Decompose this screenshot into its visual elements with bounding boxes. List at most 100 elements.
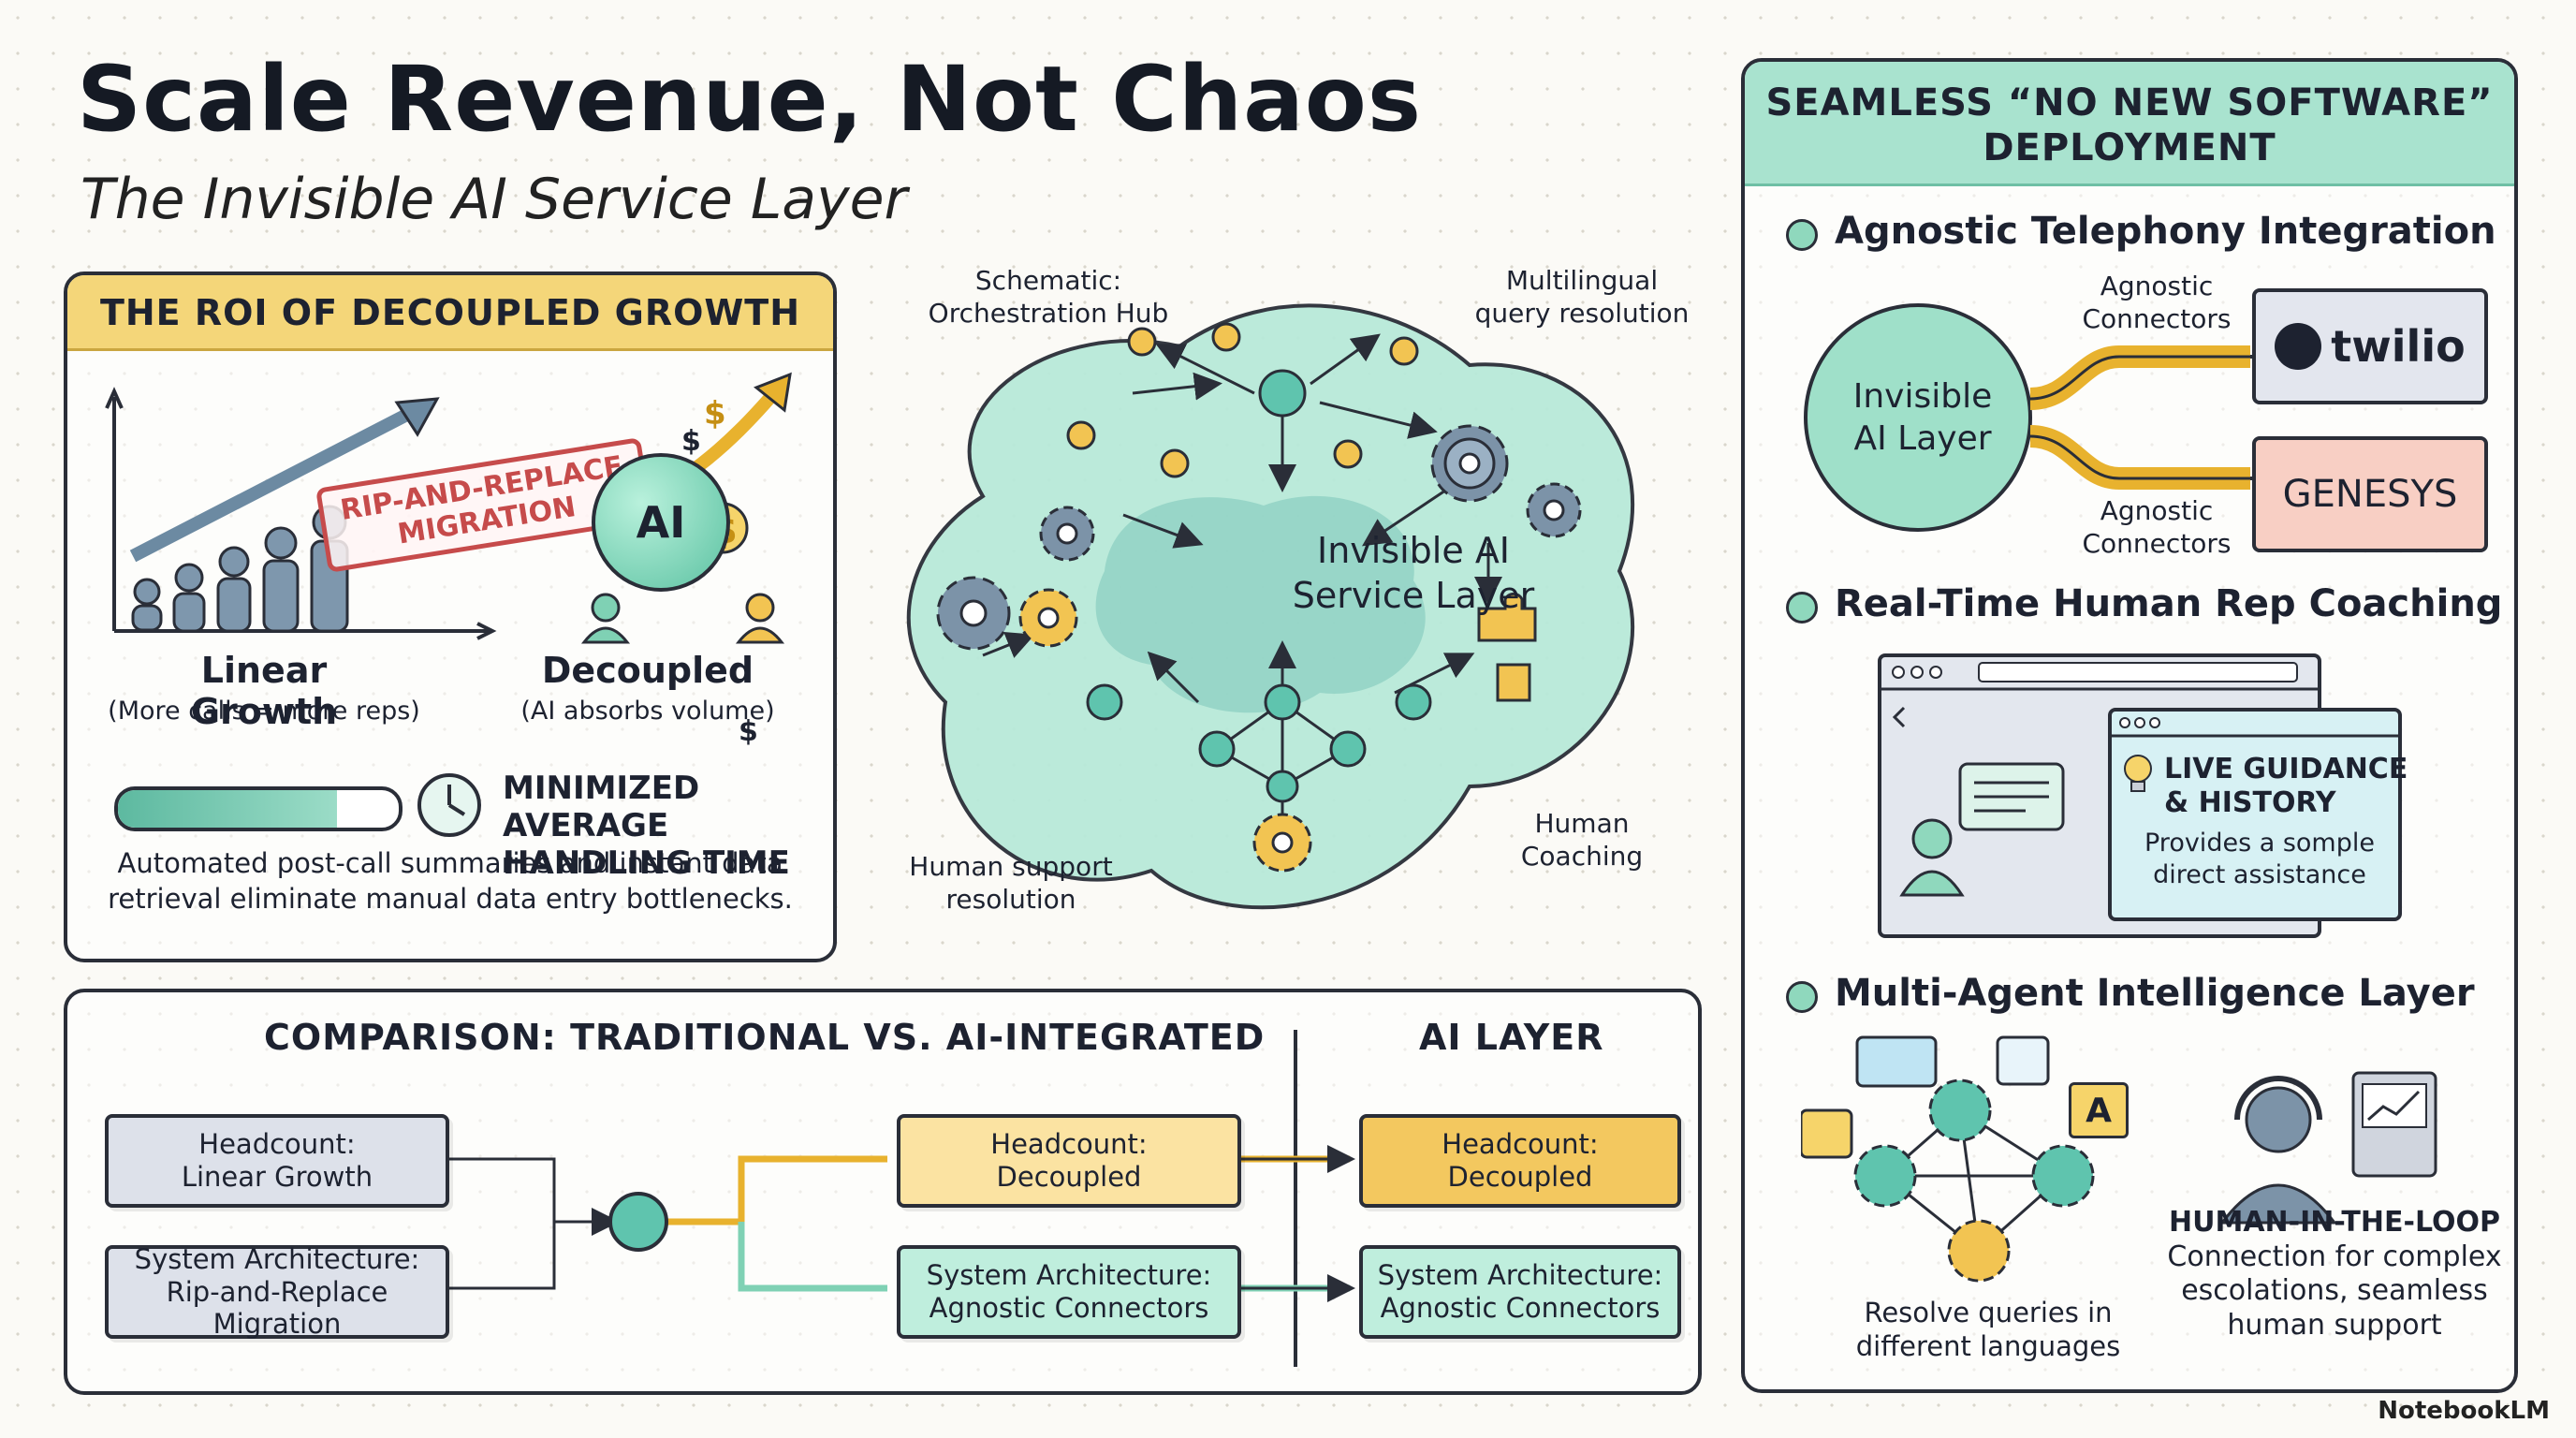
decoupled-caption: (AI absorbs volume) [520,697,775,726]
ai-badge-label: AI [636,497,686,548]
gear-icon [1039,506,1095,562]
hub-label-human-support-line-2: resolution [945,884,1076,915]
page-subtitle: The Invisible AI Service Layer [80,167,908,232]
connectors-label-bottom: Agnostic Connectors [2044,494,2269,560]
gear-icon [936,576,1011,651]
coaching-section-title: Real-Time Human Rep Coaching [1835,582,2503,625]
handling-time-title: MINIMIZED AVERAGE HANDLING TIME [503,770,833,882]
handling-time-progress-fill [118,790,337,828]
hub-label-schematic-line-1: Schematic: [974,265,1122,296]
clock-icon [417,773,481,837]
gear-icon [1526,482,1582,538]
description-line-1: Automated post-call summaries and instan… [117,847,783,879]
hub-label-coaching: Human Coaching [1498,807,1666,873]
hub-label-human-support: Human support resolution [889,850,1133,916]
handling-time-line-2: HANDLING TIME [503,844,790,883]
language-glyph: A [2086,1091,2112,1130]
column-divider [1294,1030,1297,1367]
genesys-logo: GENESYS [2252,436,2488,552]
box-line-1: Headcount: [990,1128,1148,1161]
live-guidance-title: LIVE GUIDANCE & HISTORY [2164,753,2408,820]
box-line-1: Headcount: [1442,1128,1599,1161]
twilio-logo: twilio [2252,288,2488,404]
connectors-line-2: Connectors [2082,528,2232,559]
invisible-ai-layer-label: Invisible AI Layer [1820,375,2026,460]
resolve-line-2: different languages [1855,1330,2121,1363]
connectors-label-top: Agnostic Connectors [2044,270,2269,335]
box-headcount-decoupled-mid: Headcount: Decoupled [897,1114,1241,1208]
hitl-title: HUMAN-IN-THE-LOOP [2169,1206,2500,1239]
resolve-line-1: Resolve queries in [1864,1297,2113,1328]
box-line-2: Rip-and-Replace Migration [166,1275,388,1341]
box-line-2: Agnostic Connectors [1380,1292,1661,1324]
box-line-1: System Architecture: [1377,1259,1663,1292]
hub-center-line-2: Service Layer [1292,574,1535,616]
hub-label-multilingual-line-1: Multilingual [1505,265,1659,296]
comparison-title: COMPARISON: TRADITIONAL VS. AI-INTEGRATE… [264,1017,1266,1058]
hub-center-label: Invisible AI Service Layer [1273,529,1554,618]
guidance-desc-1: Provides a somple [2144,829,2375,858]
deployment-title-line-1: SEAMLESS “NO NEW SOFTWARE” [1765,81,2494,125]
gear-icon [1018,588,1078,648]
ai-badge: AI [592,453,730,592]
headset-agent-icon [2218,1076,2338,1225]
layer-line-2: AI Layer [1853,419,1992,458]
roi-panel: THE ROI OF DECOUPLED GROWTH RIP-AND-REPL… [64,271,837,962]
layer-line-1: Invisible [1852,377,1993,416]
linear-growth-illustration [105,387,497,640]
roi-panel-title: THE ROI OF DECOUPLED GROWTH [99,292,801,333]
box-headcount-linear: Headcount: Linear Growth [105,1114,449,1208]
hub-label-multilingual: Multilingual query resolution [1460,264,1704,330]
page-title: Scale Revenue, Not Chaos [77,47,1422,152]
hub-center-line-1: Invisible AI [1316,530,1511,571]
hub-node-icon [1066,322,1419,478]
connectors-line-1: Agnostic [2100,495,2214,526]
twilio-icon [2275,323,2322,370]
genesys-label: GENESYS [2282,473,2458,516]
puzzle-icon [1477,592,1537,702]
resolve-queries-caption: Resolve queries in different languages [1810,1296,2166,1364]
dollar-sign-icon: $ [704,395,726,433]
person-icon [735,593,785,644]
hitl-line-3: human support [2227,1308,2442,1342]
hitl-line-1: Connection for complex [2167,1240,2502,1273]
gear-icon [1430,424,1509,503]
box-line-2: Decoupled [1447,1161,1593,1193]
support-agent-illustration [2218,1071,2437,1225]
box-line-2: Agnostic Connectors [929,1292,1209,1324]
telephony-section-title: Agnostic Telephony Integration [1835,210,2496,253]
comparison-connectors [449,1145,1355,1302]
handling-time-progress [114,786,402,831]
bullet-icon [1786,592,1818,624]
decoupled-title: Decoupled [541,650,754,691]
hub-label-coaching-line-2: Coaching [1520,841,1644,872]
box-architecture-agnostic-mid: System Architecture: Agnostic Connectors [897,1245,1241,1339]
gear-icon [1252,813,1312,873]
multi-agent-network [1801,1035,2095,1283]
dashboard-icon [2351,1071,2437,1178]
deployment-panel-title: SEAMLESS “NO NEW SOFTWARE” DEPLOYMENT [1745,81,2514,170]
connectors-line-2: Connectors [2082,303,2232,334]
box-line-1: System Architecture: [926,1259,1212,1292]
deployment-panel: SEAMLESS “NO NEW SOFTWARE” DEPLOYMENT Ag… [1741,58,2518,1393]
deployment-title-line-2: DEPLOYMENT [1983,126,2276,169]
multi-agent-section-title: Multi-Agent Intelligence Layer [1835,972,2475,1015]
gear-icon [1853,1078,2095,1283]
handling-time-line-1: MINIMIZED AVERAGE [503,770,700,845]
hub-node-icon [608,1192,668,1252]
hub-node-icon [1086,369,1432,803]
handling-time-description: Automated post-call summaries and instan… [86,846,814,917]
browser-window-illustration [1878,653,2402,938]
hub-label-schematic: Schematic: Orchestration Hub [917,264,1179,330]
box-line-2: Linear Growth [181,1161,373,1193]
roi-panel-header [67,275,833,351]
hub-label-coaching-line-1: Human [1534,808,1630,839]
dollar-sign-icon: $ [681,425,701,458]
notebooklm-watermark: NotebookLM [2378,1397,2550,1425]
dollar-sign-icon: $ [739,715,758,748]
live-guidance-description: Provides a somple direct assistance [2119,828,2400,891]
translate-icon [1801,1035,2050,1159]
chat-bubble-icon [1855,1035,1938,1088]
guidance-line-1: LIVE GUIDANCE [2164,753,2408,785]
hub-label-human-support-line-1: Human support [909,851,1113,882]
